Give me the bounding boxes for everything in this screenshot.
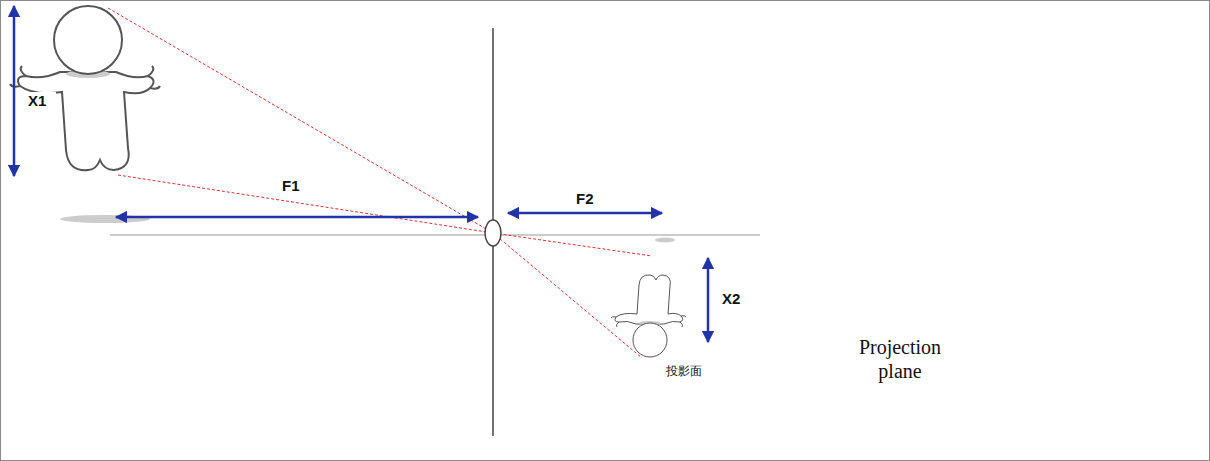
- object-figure: [10, 6, 160, 170]
- dimension-label: F1: [280, 177, 310, 195]
- image-figure: [611, 275, 686, 357]
- light-ray: [108, 8, 642, 358]
- dimension-arrow: [116, 216, 478, 219]
- plane-label: Projection plane: [835, 335, 965, 383]
- pinhole: [485, 220, 501, 246]
- plane-label: 投影面: [666, 364, 726, 378]
- light-ray: [118, 175, 652, 256]
- shadow: [655, 238, 675, 243]
- dimension-label: F2: [574, 190, 604, 208]
- optical-axis: [110, 235, 760, 236]
- dimension-arrow: [508, 212, 662, 215]
- dimension-label: X2: [720, 290, 750, 308]
- dimension-arrow: [13, 6, 16, 176]
- dimension-arrow: [707, 258, 710, 342]
- dimension-label: X1: [26, 92, 56, 110]
